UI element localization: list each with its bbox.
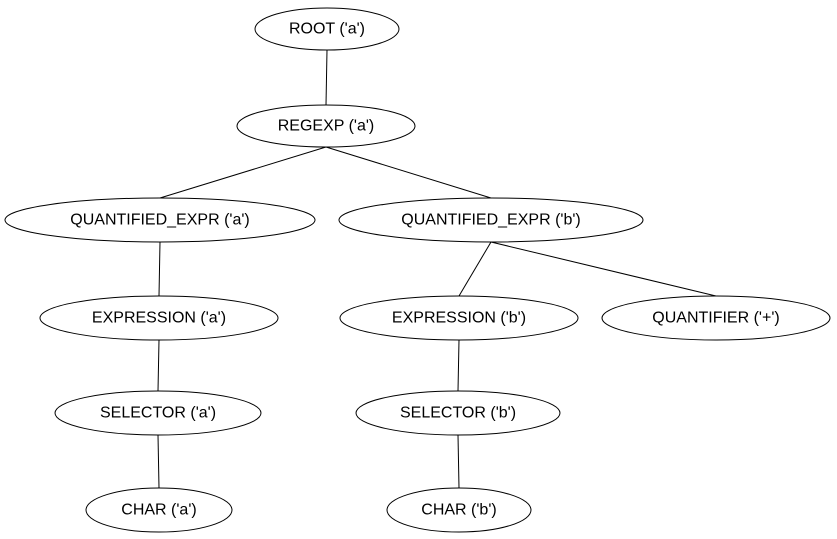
node-root-shape — [254, 7, 400, 51]
node-quantifier-plus: QUANTIFIER ('+') — [601, 295, 831, 341]
edge-expression-b-to-selector-b — [457, 339, 460, 392]
node-root: ROOT ('a') — [254, 7, 400, 51]
node-char-a: CHAR ('a') — [85, 487, 233, 533]
node-root-label: ROOT ('a') — [289, 21, 365, 38]
edge-selector-b-to-char-b — [457, 434, 460, 489]
node-selector-b: SELECTOR ('b') — [355, 390, 561, 436]
edge-quantified-expr-b-to-quantifier-plus — [490, 241, 717, 297]
node-char-a-label: CHAR ('a') — [121, 502, 196, 519]
node-quantified-expr-b-shape — [338, 197, 644, 243]
node-char-a-shape — [85, 487, 233, 533]
node-quantifier-plus-label: QUANTIFIER ('+') — [652, 310, 779, 327]
node-selector-a-label: SELECTOR ('a') — [100, 405, 216, 422]
node-expression-b: EXPRESSION ('b') — [339, 295, 579, 341]
edge-quantified-expr-b-to-expression-b — [458, 241, 492, 297]
edge-regexp-to-quantified-expr-b — [325, 146, 492, 199]
edge-selector-a-to-char-a — [157, 434, 160, 489]
node-regexp-shape — [236, 104, 416, 148]
node-expression-a: EXPRESSION ('a') — [39, 295, 279, 341]
node-selector-b-shape — [355, 390, 561, 436]
node-expression-b-shape — [339, 295, 579, 341]
node-regexp-label: REGEXP ('a') — [278, 118, 375, 135]
node-selector-a-shape — [54, 390, 262, 436]
node-quantified-expr-a-label: QUANTIFIED_EXPR ('a') — [70, 212, 249, 229]
node-quantified-expr-a: QUANTIFIED_EXPR ('a') — [4, 197, 316, 243]
node-quantified-expr-b: QUANTIFIED_EXPR ('b') — [338, 197, 644, 243]
node-char-b-label: CHAR ('b') — [421, 502, 496, 519]
node-quantifier-plus-shape — [601, 295, 831, 341]
node-selector-b-label: SELECTOR ('b') — [400, 405, 516, 422]
edge-regexp-to-quantified-expr-a — [159, 146, 327, 199]
node-expression-b-label: EXPRESSION ('b') — [392, 310, 526, 327]
node-expression-a-label: EXPRESSION ('a') — [92, 310, 226, 327]
edges-layer — [157, 49, 717, 489]
node-expression-a-shape — [39, 295, 279, 341]
node-char-b: CHAR ('b') — [386, 487, 532, 533]
node-quantified-expr-b-label: QUANTIFIED_EXPR ('b') — [401, 212, 580, 229]
node-regexp: REGEXP ('a') — [236, 104, 416, 148]
edge-expression-a-to-selector-a — [157, 339, 160, 392]
node-char-b-shape — [386, 487, 532, 533]
edge-quantified-expr-a-to-expression-a — [158, 241, 161, 297]
node-selector-a: SELECTOR ('a') — [54, 390, 262, 436]
node-quantified-expr-a-shape — [4, 197, 316, 243]
edge-root-to-regexp — [325, 49, 328, 106]
